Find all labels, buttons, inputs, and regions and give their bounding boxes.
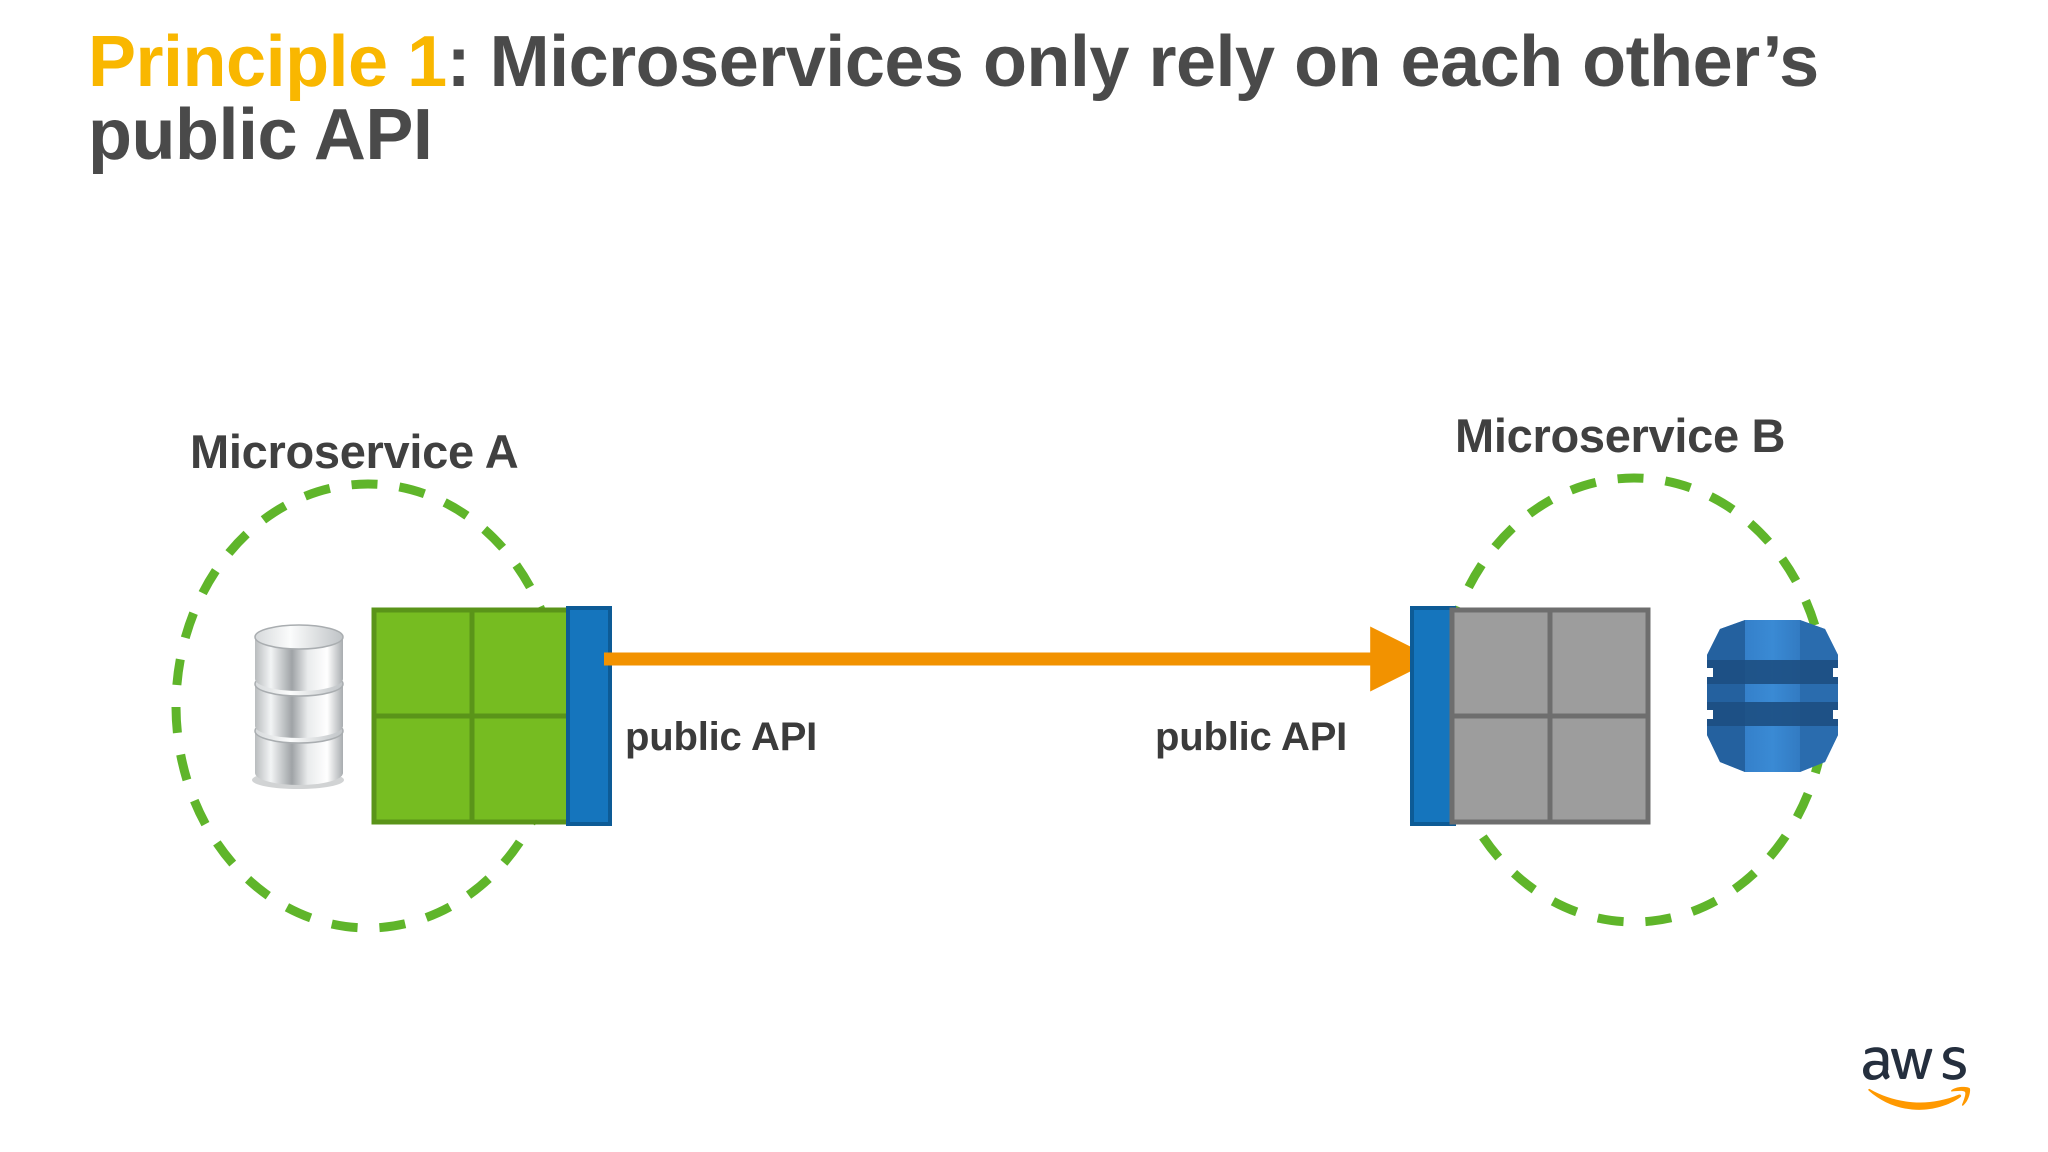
microservice-b-label: Microservice B bbox=[1455, 409, 1786, 462]
public-api-label-b: public API bbox=[1155, 715, 1348, 759]
title-highlight: Principle 1 bbox=[88, 22, 447, 102]
aws-swoosh-icon bbox=[1868, 1086, 1971, 1110]
microservice-b-service-grid bbox=[1449, 607, 1651, 825]
public-api-label-a: public API bbox=[625, 715, 818, 759]
microservice-a-service-grid bbox=[371, 607, 573, 825]
aws-wordmark bbox=[1863, 1046, 1966, 1080]
dynamodb-icon bbox=[1703, 620, 1843, 772]
page-title: Principle 1: Microservices only rely on … bbox=[88, 25, 1878, 173]
aws-logo bbox=[1863, 1046, 1971, 1110]
microservice-a-label: Microservice A bbox=[190, 425, 519, 478]
microservice-a-api-bar bbox=[566, 606, 612, 826]
microservice-b-api-bar bbox=[1410, 606, 1456, 826]
relational-database-icon bbox=[252, 624, 344, 789]
title-rest: : Microservices only rely on each other’… bbox=[88, 22, 1819, 176]
